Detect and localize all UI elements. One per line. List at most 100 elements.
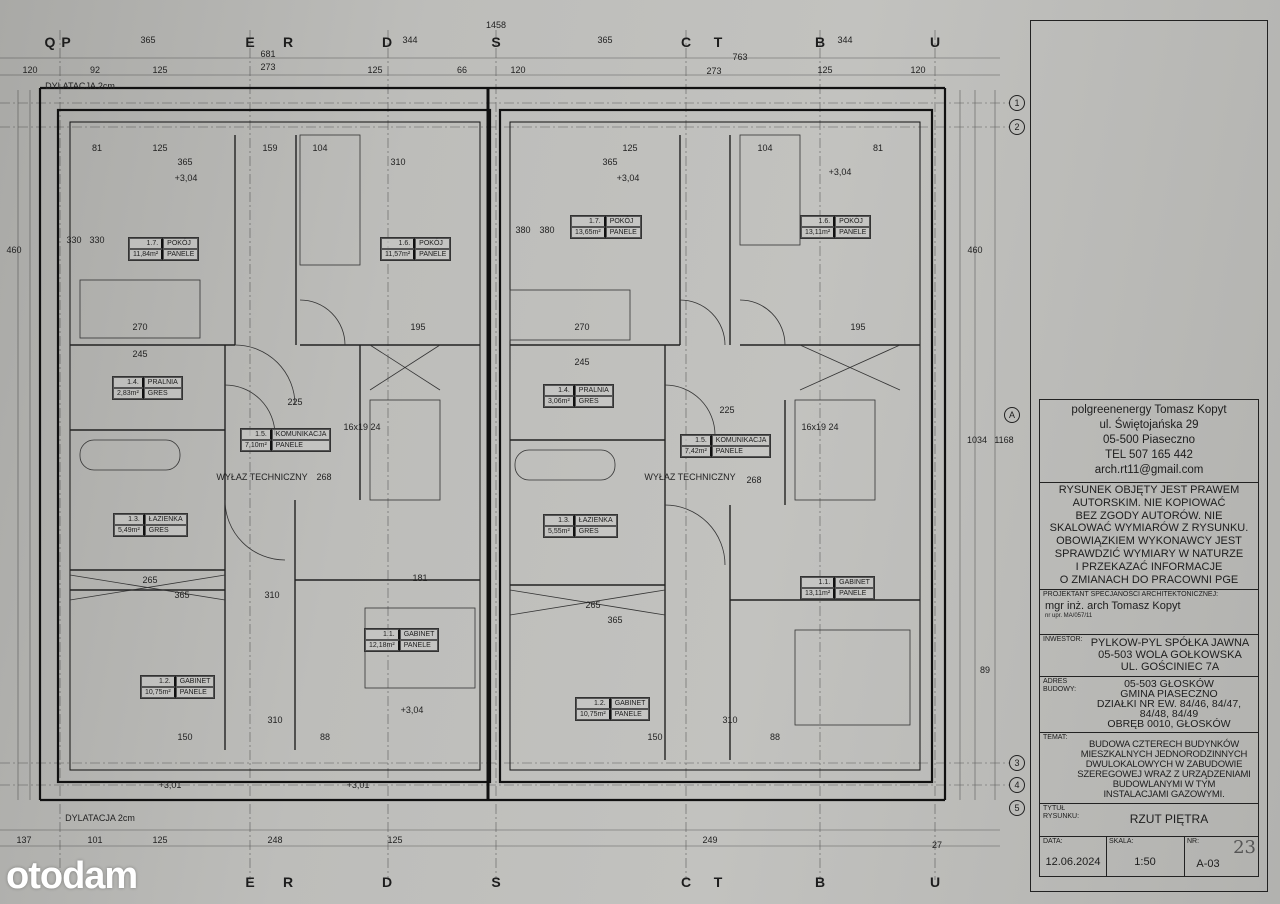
dimension-label: 460 (6, 245, 22, 255)
room-floor-finish: PANELE (399, 640, 439, 651)
room-floor-finish: PANELE (175, 687, 215, 698)
axis-label-bottom: T (713, 874, 723, 890)
room-floor-finish: PANELE (835, 588, 874, 599)
dimension-label: 92 (89, 65, 101, 75)
room-number: 1.7. (571, 216, 606, 227)
dimension-label: 273 (260, 62, 276, 72)
room-area: 13,11m² (801, 227, 836, 238)
room-floor-finish: GRES (574, 396, 613, 407)
dimension-label: 365 (607, 615, 623, 625)
dimension-label: +3,04 (828, 167, 852, 177)
dimension-label: 681 (260, 49, 276, 59)
room-area: 7,10m² (241, 440, 272, 451)
dimension-label: 268 (746, 475, 762, 485)
axis-label-top: Q (44, 34, 56, 50)
dimension-label: 150 (177, 732, 193, 742)
subject-line: MIESZKALNYCH JEDNORODZINNYCH (1080, 749, 1248, 760)
room-floor-finish: PANELE (835, 227, 871, 238)
address-line: 84/48, 84/49 (1139, 708, 1199, 720)
dimension-label: DYLATACJA 2cm (45, 81, 115, 91)
dimension-label: 248 (267, 835, 283, 845)
date-value: 12.06.2024 (1045, 856, 1101, 868)
room-area: 11,57m² (381, 249, 416, 260)
room-number: 1.1. (365, 629, 400, 640)
dimension-label: 125 (152, 835, 168, 845)
room-name: POKÓJ (415, 238, 451, 249)
room-name: ŁAZIENKA (144, 514, 187, 525)
dimension-label: 66 (456, 65, 468, 75)
investor-line: UL. GOŚCINIEC 7A (1120, 661, 1220, 673)
axis-label-top: C (680, 34, 692, 50)
room-number: 1.4. (544, 385, 575, 396)
room-name: ŁAZIENKA (574, 515, 617, 526)
address-label: ADRES BUDOWY: (1043, 678, 1077, 693)
dimension-label: 104 (757, 143, 773, 153)
room-name: PRALNIA (574, 385, 613, 396)
copyright-line: SPRAWDZIĆ WYMIARY W NATURZE (1054, 547, 1244, 560)
copyright-line: RYSUNEK OBJĘTY JEST PRAWEM (1058, 484, 1240, 496)
axis-label-top: S (491, 34, 501, 50)
dimension-label: 460 (967, 245, 983, 255)
axis-label-top: B (814, 34, 826, 50)
dimension-label: 763 (732, 52, 748, 62)
handwritten-number: 23 (1233, 837, 1256, 858)
axis-label-bottom: S (491, 874, 501, 890)
dimension-label: 27 (931, 840, 943, 850)
scale-cell: SKALA: 1:50 (1106, 836, 1185, 876)
axis-label-bottom: D (381, 874, 393, 890)
axis-label-bottom: E (245, 874, 255, 890)
room-area: 10,75m² (141, 687, 176, 698)
room-name: GABINET (610, 698, 650, 709)
dimension-label: 249 (702, 835, 718, 845)
subject-line: BUDOWA CZTERECH BUDYNKÓW (1088, 739, 1240, 750)
axis-label-top: R (282, 34, 294, 50)
dimension-label: 365 (140, 35, 156, 45)
room-number: 1.3. (544, 515, 575, 526)
grid-row-marker: 4 (1009, 777, 1025, 793)
grid-row-marker: 5 (1009, 800, 1025, 816)
dimension-label: 310 (390, 157, 406, 167)
dimension-label: 365 (177, 157, 193, 167)
axis-label-top: T (713, 34, 723, 50)
room-area: 10,75m² (576, 709, 611, 720)
designer-label: PROJEKTANT SPECJANOŚCI ARCHITEKTONICZNEJ… (1043, 591, 1219, 598)
dimension-label: 125 (367, 65, 383, 75)
dimension-label: 81 (872, 143, 884, 153)
room-floor-finish: GRES (144, 525, 187, 536)
copyright-line: BEZ ZGODY AUTORÓW. NIE (1075, 509, 1223, 522)
address-line: GMINA PIASECZNO (1120, 688, 1218, 700)
room-floor-finish: PANELE (415, 249, 451, 260)
dimension-label: 344 (402, 35, 418, 45)
number-value: A-03 (1196, 858, 1220, 870)
room-name: KOMUNIKACJA (711, 435, 771, 446)
drawing-title-section: TYTUŁ RYSUNKU: RZUT PIĘTRA (1039, 803, 1259, 837)
grid-row-marker: 2 (1009, 119, 1025, 135)
floor-plan (0, 30, 1010, 880)
room-floor-finish: GRES (143, 388, 182, 399)
dimension-label: 137 (16, 835, 32, 845)
dimension-label: 1034 (966, 435, 988, 445)
room-floor-finish: GRES (574, 526, 617, 537)
office-line: arch.rt11@gmail.com (1094, 464, 1204, 476)
date-label: DATA: (1043, 838, 1063, 845)
dimension-label: WYŁAZ TECHNICZNY (216, 472, 308, 482)
room-number: 1.7. (129, 238, 164, 249)
address-line: OBRĘB 0010, GŁOSKÓW (1107, 718, 1231, 730)
room-number: 1.4. (113, 377, 144, 388)
room-area: 3,06m² (544, 396, 575, 407)
copyright-line: I PRZEKAZAĆ INFORMACJE (1075, 560, 1223, 573)
dimension-label: 330 (66, 235, 82, 245)
dimension-label: 88 (319, 732, 331, 742)
room-area: 5,55m² (544, 526, 575, 537)
